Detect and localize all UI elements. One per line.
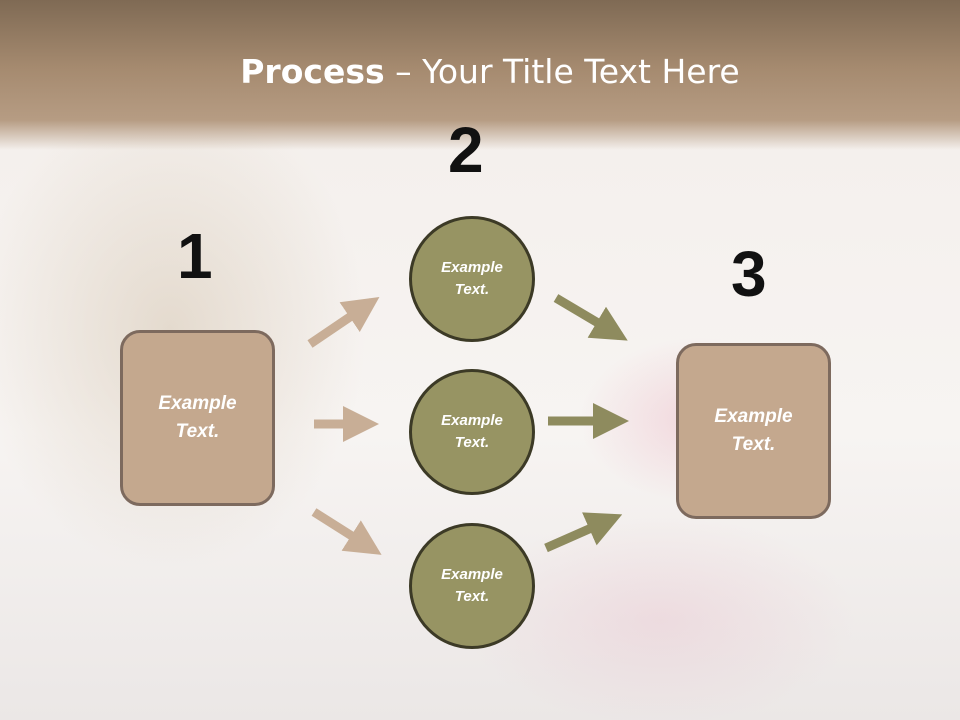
step-2-circle-top: Example Text. bbox=[409, 216, 535, 342]
arrow-left-to-top bbox=[307, 296, 380, 348]
slide-title: Process – Your Title Text Here bbox=[0, 52, 960, 91]
step-1-box: Example Text. bbox=[120, 330, 275, 506]
step-2-circle-middle: Example Text. bbox=[409, 369, 535, 495]
step-3-text: Example Text. bbox=[714, 405, 793, 456]
step-1-text: Example Text. bbox=[158, 392, 237, 443]
arrow-left-to-bottom bbox=[311, 508, 382, 555]
arrow-top-to-right bbox=[553, 294, 628, 341]
circle-bottom-text: Example Text. bbox=[441, 565, 503, 606]
title-rest: – Your Title Text Here bbox=[384, 52, 740, 91]
step-3-box: Example Text. bbox=[676, 343, 831, 519]
circle-top-text: Example Text. bbox=[441, 258, 503, 299]
step-number-2: 2 bbox=[448, 114, 484, 186]
circle-middle-text: Example Text. bbox=[441, 411, 503, 452]
title-bold: Process bbox=[240, 52, 385, 91]
step-number-1: 1 bbox=[177, 220, 213, 292]
arrow-bottom-to-right bbox=[544, 512, 623, 553]
step-number-3: 3 bbox=[731, 238, 767, 310]
step-2-circle-bottom: Example Text. bbox=[409, 523, 535, 649]
title-banner bbox=[0, 0, 960, 150]
